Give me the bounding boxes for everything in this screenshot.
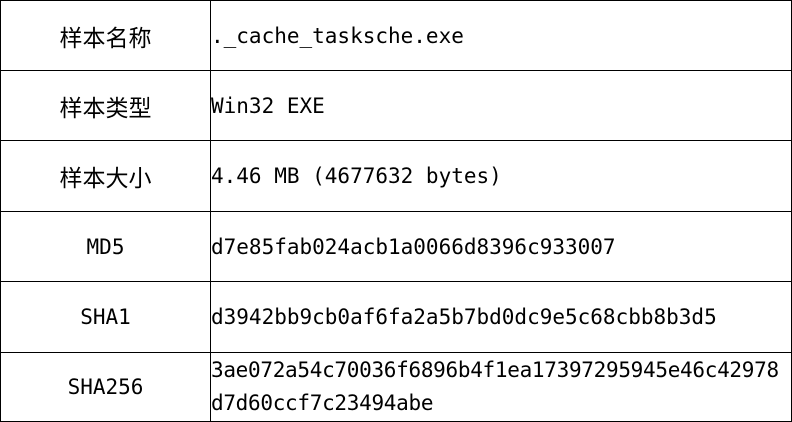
sample-type-label: 样本类型 xyxy=(0,70,211,141)
sample-size-value: 4.46 MB (4677632 bytes) xyxy=(210,140,792,212)
sample-name-label: 样本名称 xyxy=(0,0,211,71)
sha256-value: 3ae072a54c70036f6896b4f1ea17397295945e46… xyxy=(210,352,792,422)
table-row-sha1: SHA1 d3942bb9cb0af6fa2a5b7bd0dc9e5c68cbb… xyxy=(0,281,792,353)
md5-value: d7e85fab024acb1a0066d8396c933007 xyxy=(210,211,792,282)
table-row-sample-name: 样本名称 ._cache_tasksche.exe xyxy=(0,0,792,71)
sha1-label: SHA1 xyxy=(0,281,211,353)
md5-label: MD5 xyxy=(0,211,211,282)
table-row-sample-size: 样本大小 4.46 MB (4677632 bytes) xyxy=(0,140,792,212)
table-row-md5: MD5 d7e85fab024acb1a0066d8396c933007 xyxy=(0,211,792,282)
sha256-label: SHA256 xyxy=(0,352,211,422)
table-row-sample-type: 样本类型 Win32 EXE xyxy=(0,70,792,141)
sample-size-label: 样本大小 xyxy=(0,140,211,212)
sha1-value: d3942bb9cb0af6fa2a5b7bd0dc9e5c68cbb8b3d5 xyxy=(210,281,792,353)
table-row-sha256: SHA256 3ae072a54c70036f6896b4f1ea1739729… xyxy=(0,352,792,422)
sample-type-value: Win32 EXE xyxy=(210,70,792,141)
sample-name-value: ._cache_tasksche.exe xyxy=(210,0,792,71)
